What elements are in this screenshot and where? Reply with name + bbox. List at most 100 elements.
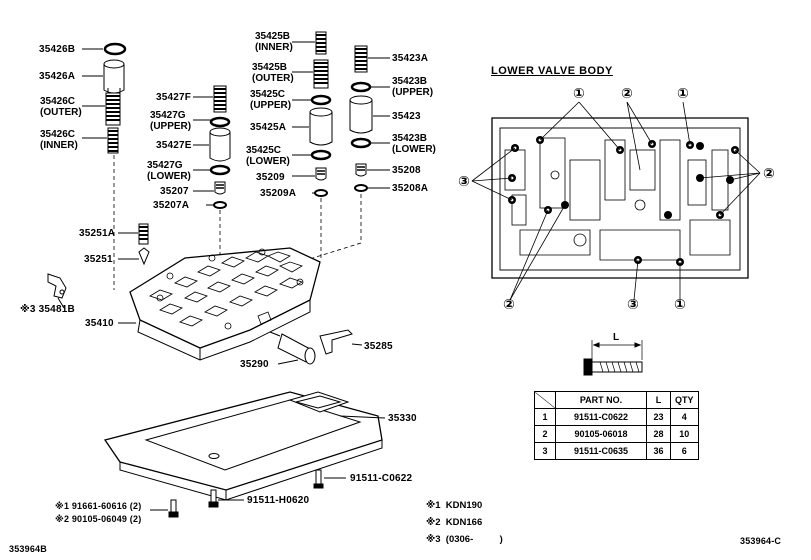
table-cell-index: 3 bbox=[534, 442, 556, 460]
table-header-qty: QTY bbox=[670, 391, 699, 409]
label-35330: 35330 bbox=[388, 413, 417, 424]
note-kdn166: ※2 KDN166 bbox=[426, 517, 483, 528]
label-35208: 35208 bbox=[392, 165, 421, 176]
part-35251-check-ball bbox=[118, 247, 150, 266]
part-35251A-spring bbox=[118, 223, 149, 245]
label-35427G-upper: 35427G (UPPER) bbox=[150, 110, 192, 132]
lower-valve-body-drawing bbox=[491, 117, 749, 279]
part-35425C-upper-ring bbox=[292, 94, 332, 106]
part-35426C-inner-spring bbox=[82, 127, 119, 154]
part-35330-strainer bbox=[103, 391, 386, 501]
label-35423A: 35423A bbox=[392, 53, 429, 64]
label-35427F: 35427F bbox=[156, 92, 192, 103]
callout-1-top-left: ① bbox=[573, 85, 586, 101]
label-35290: 35290 bbox=[240, 359, 269, 370]
table-header-l: L bbox=[646, 391, 671, 409]
table-cell-l: 23 bbox=[646, 408, 671, 426]
label-35425C-lower: 35425C (LOWER) bbox=[246, 145, 290, 167]
part-35426A-plug bbox=[82, 59, 125, 99]
table-header-corner bbox=[534, 391, 556, 409]
part-35425A-plug bbox=[292, 107, 333, 146]
part-35427G-upper-ring bbox=[193, 116, 231, 128]
table-cell-index: 1 bbox=[534, 408, 556, 426]
callout-1-bottom: ① bbox=[674, 296, 687, 312]
part-35207-plug bbox=[193, 181, 226, 195]
note-0306: ※3 (0306- ) bbox=[426, 534, 503, 545]
table-row: 2 90105-06018 28 10 bbox=[534, 425, 699, 443]
label-35425B-inner: 35425B (INNER) bbox=[255, 31, 293, 53]
note-kdn190: ※1 KDN190 bbox=[426, 500, 483, 511]
part-35427G-lower-ring bbox=[193, 164, 231, 176]
part-35481B-bracket bbox=[47, 273, 67, 309]
label-35285: 35285 bbox=[364, 341, 393, 352]
label-91661-60616: ※1 91661-60616 (2) bbox=[55, 501, 142, 511]
label-35251: 35251 bbox=[84, 254, 113, 265]
label-35423: 35423 bbox=[392, 111, 421, 122]
table-cell-part-no: 91511-C0622 bbox=[555, 408, 647, 426]
label-35427G-lower: 35427G (LOWER) bbox=[147, 160, 191, 182]
callout-2-right: ② bbox=[763, 165, 776, 181]
part-35208A-ring bbox=[354, 184, 390, 192]
table-cell-index: 2 bbox=[534, 425, 556, 443]
label-91511-C0622: 91511-C0622 bbox=[350, 473, 413, 484]
label-35209: 35209 bbox=[256, 172, 285, 183]
label-35423B-lower: 35423B (LOWER) bbox=[392, 133, 436, 155]
footer-code-right: 353964-C bbox=[740, 536, 782, 546]
label-35426C-outer: 35426C (OUTER) bbox=[40, 96, 82, 118]
label-35427E: 35427E bbox=[156, 140, 192, 151]
table-cell-part-no: 90105-06018 bbox=[555, 425, 647, 443]
callout-1-top-right: ① bbox=[677, 85, 690, 101]
part-35207A-ring bbox=[206, 201, 227, 209]
bolt-91661-90105 bbox=[150, 499, 179, 518]
label-35425A: 35425A bbox=[250, 122, 287, 133]
callout-2-bottom: ② bbox=[503, 296, 516, 312]
callout-2-top: ② bbox=[621, 85, 634, 101]
dimension-L-label: L bbox=[613, 332, 620, 343]
label-35426B: 35426B bbox=[39, 44, 76, 55]
label-91511-H0620: 91511-H0620 bbox=[247, 495, 310, 506]
lower-valve-body-title: LOWER VALVE BODY bbox=[491, 65, 613, 77]
part-35427F-spring bbox=[193, 85, 227, 113]
label-35425B-outer: 35425B (OUTER) bbox=[252, 62, 294, 84]
part-35423B-lower-ring bbox=[350, 137, 390, 149]
callout-3-bottom: ③ bbox=[627, 296, 640, 312]
table-cell-part-no: 91511-C0635 bbox=[555, 442, 647, 460]
bolt-91511-H0620 bbox=[208, 489, 244, 508]
part-35425B-inner-spring bbox=[292, 31, 327, 55]
part-35209-plug bbox=[292, 167, 327, 181]
table-cell-qty: 4 bbox=[670, 408, 699, 426]
table-cell-l: 28 bbox=[646, 425, 671, 443]
part-35290-solenoid bbox=[269, 331, 316, 365]
part-35423B-upper-ring bbox=[350, 81, 390, 93]
label-35481B: ※3 35481B bbox=[20, 304, 75, 315]
part-35423A-spring bbox=[354, 45, 390, 73]
label-35207A: 35207A bbox=[153, 200, 190, 211]
table-row: 3 91511-C0635 36 6 bbox=[534, 442, 699, 460]
table-cell-qty: 6 bbox=[670, 442, 699, 460]
label-35207: 35207 bbox=[160, 186, 189, 197]
table-cell-l: 36 bbox=[646, 442, 671, 460]
label-35425C-upper: 35425C (UPPER) bbox=[250, 89, 292, 111]
part-35208-plug bbox=[355, 163, 390, 177]
bolt-length-diagram bbox=[583, 340, 643, 376]
part-35426C-outer-spring bbox=[82, 92, 121, 126]
footer-code-left: 353964B bbox=[9, 544, 47, 554]
part-35425C-lower-ring bbox=[292, 149, 332, 161]
label-35251A: 35251A bbox=[79, 228, 116, 239]
part-35423-plug bbox=[349, 95, 390, 134]
part-35427E-plug bbox=[193, 127, 231, 162]
parts-table: PART NO. L QTY 1 91511-C0622 23 4 2 9010… bbox=[534, 391, 699, 460]
label-90105-06049: ※2 90105-06049 (2) bbox=[55, 514, 142, 524]
label-35426A: 35426A bbox=[39, 71, 76, 82]
table-row: 1 91511-C0622 23 4 bbox=[534, 408, 699, 426]
callout-leaders bbox=[471, 101, 761, 301]
part-35209A-ring bbox=[312, 189, 328, 197]
part-35410-valve-body bbox=[118, 247, 321, 361]
table-header-part-no: PART NO. bbox=[555, 391, 647, 409]
label-35426C-inner: 35426C (INNER) bbox=[40, 129, 78, 151]
callout-3-left: ③ bbox=[458, 173, 471, 189]
part-35425B-outer-spring bbox=[292, 59, 329, 89]
part-35285-clamp bbox=[319, 329, 363, 355]
parts-table-header: PART NO. L QTY bbox=[534, 391, 699, 409]
